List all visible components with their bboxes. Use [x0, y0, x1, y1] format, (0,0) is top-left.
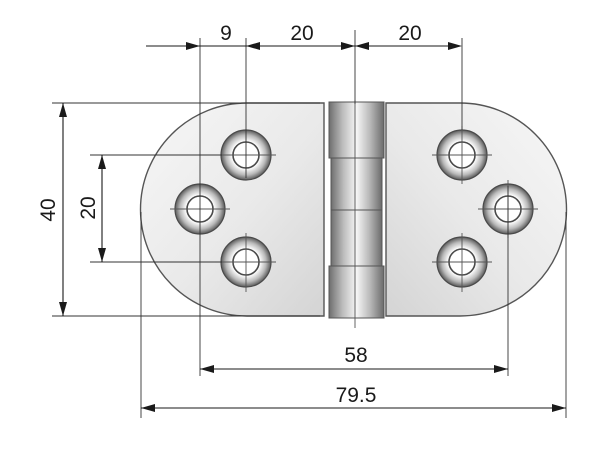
knuckle-segment-upper-mid — [330, 157, 383, 211]
dimension-labels: 9 20 20 40 20 58 79.5 — [37, 22, 422, 407]
dim-label-left-height: 40 — [37, 198, 60, 221]
dim-label-top-left: 9 — [220, 22, 232, 45]
knuckle-segment-bottom — [328, 265, 385, 319]
extension-lines — [52, 30, 567, 418]
knuckle — [328, 101, 385, 319]
dim-label-top-middle: 20 — [290, 22, 313, 45]
dim-label-left-hole-spacing: 20 — [77, 196, 100, 219]
dim-label-top-right: 20 — [398, 22, 421, 45]
dimension-lines — [59, 42, 566, 412]
dim-label-overall-width: 79.5 — [336, 384, 377, 407]
dim-label-hole-span: 58 — [344, 344, 367, 367]
knuckle-segment-top — [328, 101, 385, 159]
knuckle-segment-lower-mid — [330, 209, 383, 267]
hinge-body — [139, 101, 568, 319]
